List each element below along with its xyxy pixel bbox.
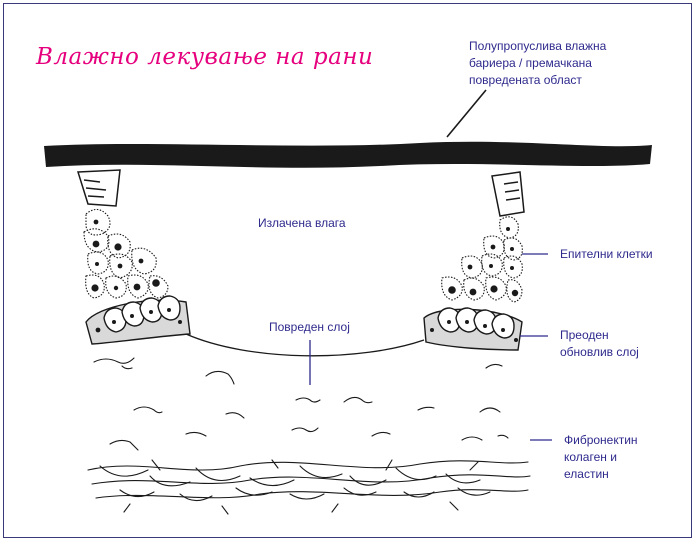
fiber-mesh bbox=[88, 460, 530, 514]
barrier-film bbox=[44, 142, 652, 168]
barrier-leader-line bbox=[447, 90, 486, 137]
right-renewable-layer bbox=[424, 308, 522, 350]
barrier-label: Полупропуслива влажна бариера / премачка… bbox=[469, 38, 606, 89]
renewable-layer-label: Преоден обновлив слој bbox=[560, 327, 639, 361]
left-renewable-layer bbox=[86, 296, 190, 344]
moisture-label: Излачена влага bbox=[258, 215, 346, 232]
diagram-title: Влажно лекување на рани bbox=[36, 44, 373, 70]
wound-bed-curve bbox=[186, 334, 424, 356]
damaged-layer-label: Повреден слој bbox=[269, 319, 350, 336]
left-tape bbox=[78, 170, 120, 206]
right-tape bbox=[492, 172, 524, 216]
epithelial-cells-label: Епителни клетки bbox=[560, 246, 653, 263]
fibers-label: Фибронектин колаген и еластин bbox=[564, 432, 638, 483]
scattered-fibers bbox=[94, 358, 508, 450]
